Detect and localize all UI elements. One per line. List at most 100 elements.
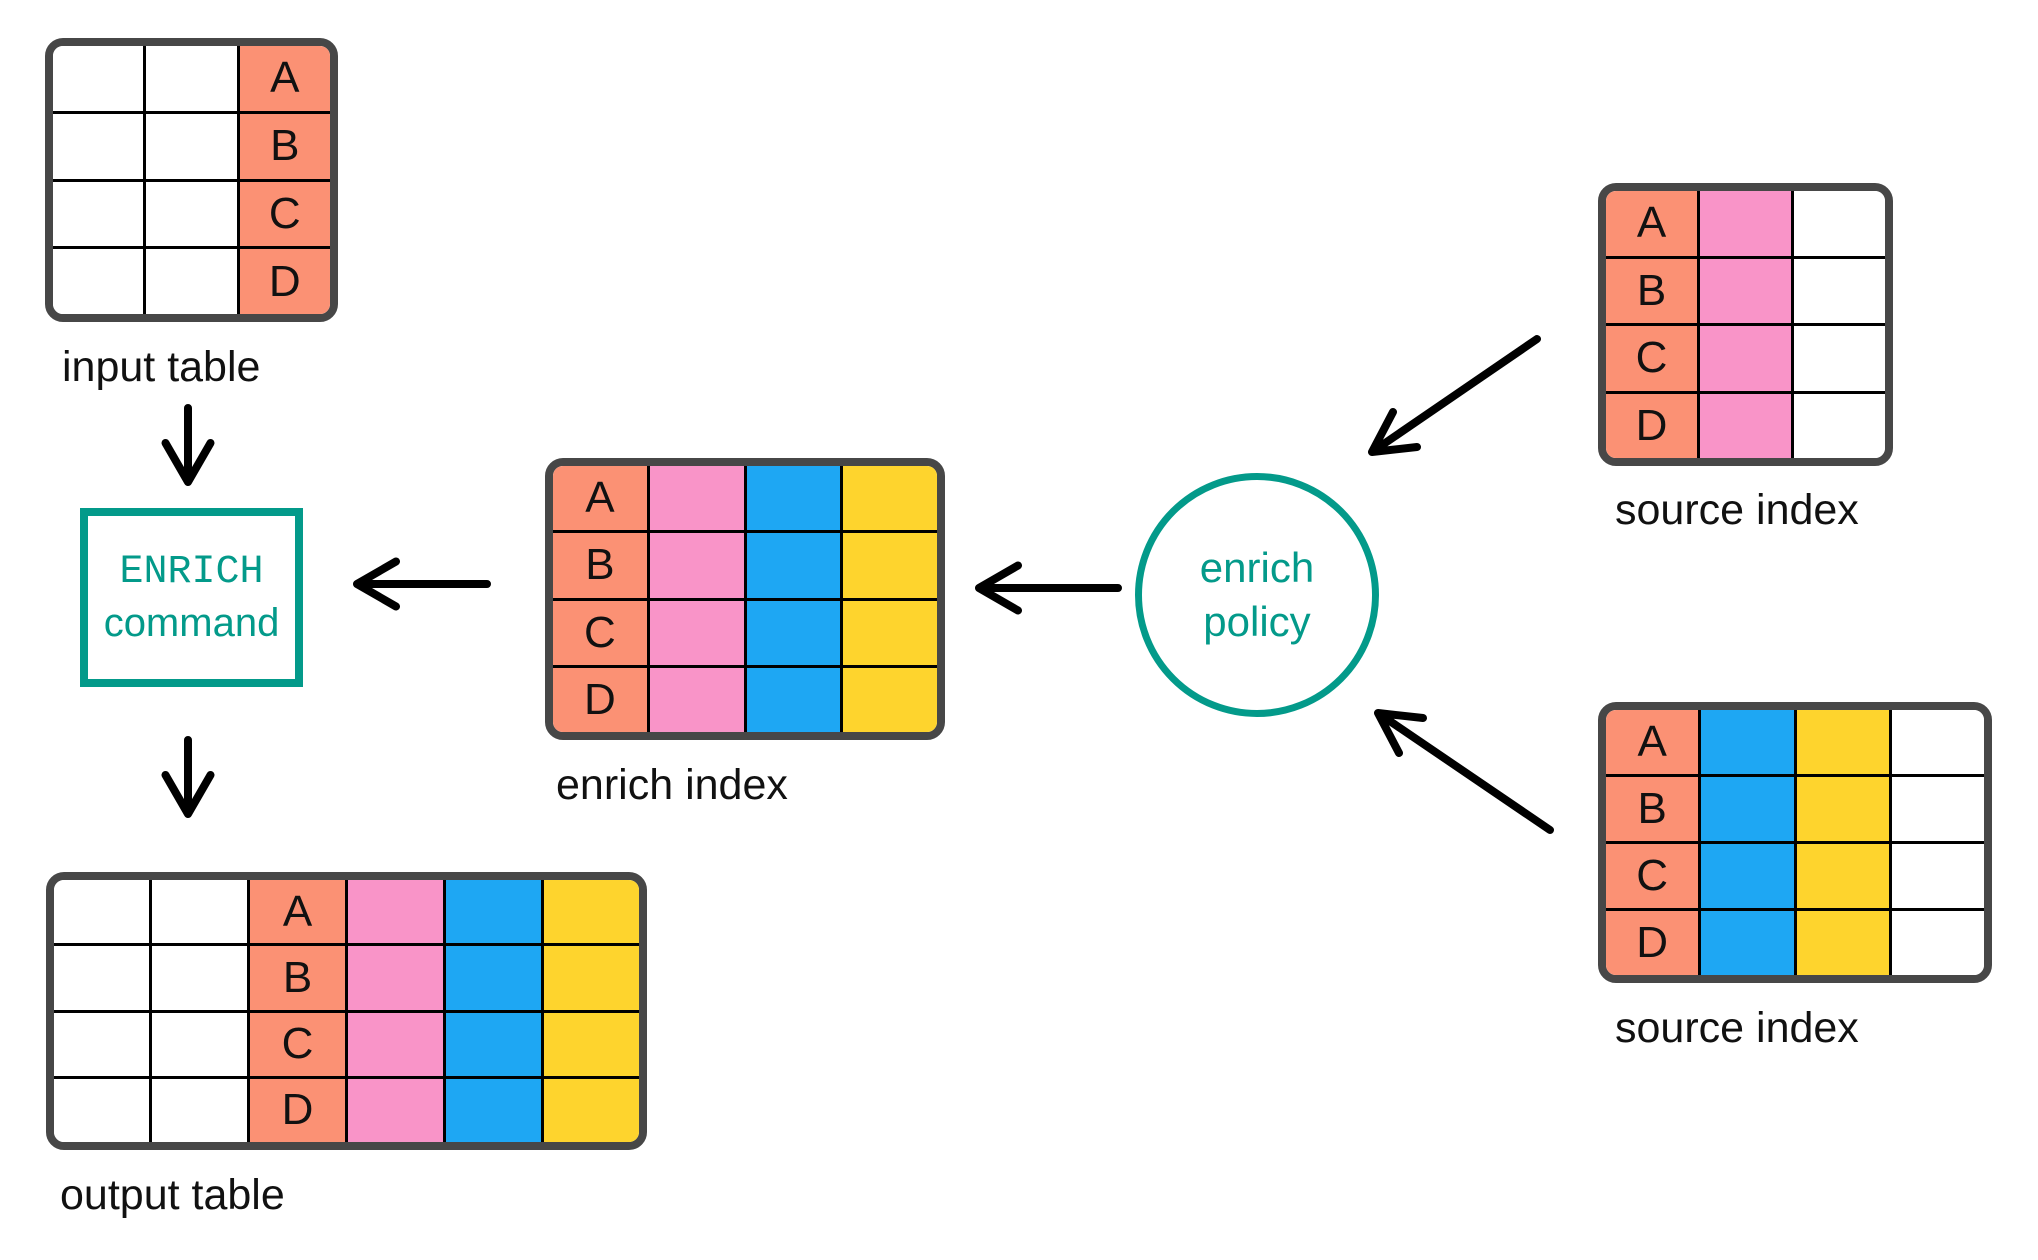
- enrich-index-table: A B C D: [545, 458, 945, 740]
- blank-cell: [149, 1078, 247, 1142]
- key-cell: C: [553, 600, 647, 665]
- key-cell: D: [553, 667, 647, 732]
- enrich-command-line2: command: [103, 600, 280, 645]
- key-cell: D: [1606, 911, 1699, 975]
- table-row: A: [53, 46, 330, 111]
- blank-cell: [1888, 777, 1984, 841]
- blue-cell: [443, 880, 541, 944]
- source-index-bottom-label: source index: [1615, 1004, 1859, 1052]
- blank-cell: [1791, 258, 1885, 323]
- table-row: B: [53, 110, 330, 179]
- enrich-policy-circle: enrich policy: [1135, 473, 1379, 717]
- key-cell: C: [236, 181, 330, 247]
- pink-cell: [1697, 326, 1791, 391]
- blank-cell: [54, 1078, 149, 1142]
- key-cell: D: [1606, 393, 1697, 458]
- table-row: C: [1606, 841, 1984, 908]
- table-row: A: [553, 466, 937, 531]
- blue-cell: [443, 1012, 541, 1076]
- blank-cell: [1791, 393, 1885, 458]
- blank-cell: [53, 181, 144, 247]
- pink-cell: [1697, 258, 1791, 323]
- arrow-enrich-index-to-command: [353, 557, 491, 611]
- blue-cell: [743, 533, 841, 598]
- table-row: C: [553, 597, 937, 665]
- yellow-cell: [541, 1078, 639, 1142]
- blank-cell: [149, 880, 247, 944]
- yellow-cell: [1793, 911, 1889, 975]
- yellow-cell: [840, 600, 937, 665]
- key-cell: B: [236, 113, 330, 179]
- enrich-index-label: enrich index: [556, 761, 788, 809]
- key-cell: B: [1606, 258, 1697, 323]
- arrow-source-top-to-policy: [1368, 335, 1541, 456]
- table-row: D: [553, 664, 937, 732]
- key-cell: C: [247, 1012, 345, 1076]
- blue-cell: [1698, 844, 1794, 908]
- blank-cell: [1888, 844, 1984, 908]
- table-row: B: [1606, 774, 1984, 841]
- table-row: D: [53, 246, 330, 314]
- enrich-command-box: ENRICH command: [80, 508, 303, 687]
- key-cell: A: [236, 46, 330, 111]
- blue-cell: [443, 1078, 541, 1142]
- yellow-cell: [1793, 777, 1889, 841]
- blank-cell: [143, 249, 237, 314]
- key-cell: A: [553, 466, 647, 531]
- key-cell: D: [236, 249, 330, 314]
- table-row: C: [54, 1009, 639, 1076]
- table-row: B: [553, 530, 937, 598]
- source-index-top-table: A B C D: [1598, 183, 1893, 466]
- yellow-cell: [840, 466, 937, 531]
- arrow-policy-to-enrich-index: [975, 561, 1122, 615]
- blank-cell: [143, 46, 237, 111]
- pink-cell: [646, 466, 744, 531]
- yellow-cell: [1793, 710, 1889, 774]
- blue-cell: [443, 946, 541, 1010]
- source-index-top-label: source index: [1615, 486, 1859, 534]
- key-cell: D: [247, 1078, 345, 1142]
- table-row: C: [53, 178, 330, 247]
- table-row: D: [1606, 908, 1984, 975]
- blank-cell: [53, 46, 144, 111]
- pink-cell: [646, 600, 744, 665]
- blank-cell: [53, 113, 144, 179]
- pink-cell: [345, 1078, 443, 1142]
- table-row: A: [54, 880, 639, 944]
- blank-cell: [1888, 911, 1984, 975]
- table-row: B: [54, 943, 639, 1010]
- key-cell: A: [1606, 191, 1697, 256]
- arrow-input-to-enrich-command: [161, 404, 215, 486]
- yellow-cell: [1793, 844, 1889, 908]
- pink-cell: [345, 880, 443, 944]
- yellow-cell: [541, 946, 639, 1010]
- pink-cell: [345, 946, 443, 1010]
- blue-cell: [743, 667, 841, 732]
- pink-cell: [1697, 191, 1791, 256]
- source-index-bottom-table: A B C D: [1598, 702, 1992, 983]
- enrich-command-line1: ENRICH: [119, 549, 264, 595]
- blank-cell: [1791, 191, 1885, 256]
- pink-cell: [646, 667, 744, 732]
- blue-cell: [1698, 777, 1794, 841]
- enrich-policy-line1: enrich: [1199, 544, 1315, 591]
- yellow-cell: [840, 667, 937, 732]
- table-row: D: [54, 1075, 639, 1142]
- table-row: B: [1606, 255, 1885, 323]
- table-row: D: [1606, 390, 1885, 458]
- yellow-cell: [541, 1012, 639, 1076]
- table-row: A: [1606, 191, 1885, 256]
- blank-cell: [53, 249, 144, 314]
- table-row: C: [1606, 323, 1885, 391]
- blank-cell: [143, 181, 237, 247]
- key-cell: B: [553, 533, 647, 598]
- arrow-source-bottom-to-policy: [1374, 709, 1554, 834]
- yellow-cell: [840, 533, 937, 598]
- blank-cell: [1791, 326, 1885, 391]
- key-cell: A: [1606, 710, 1699, 774]
- blue-cell: [743, 600, 841, 665]
- pink-cell: [345, 1012, 443, 1076]
- input-table-label: input table: [62, 343, 261, 391]
- key-cell: A: [247, 880, 345, 944]
- blue-cell: [743, 466, 841, 531]
